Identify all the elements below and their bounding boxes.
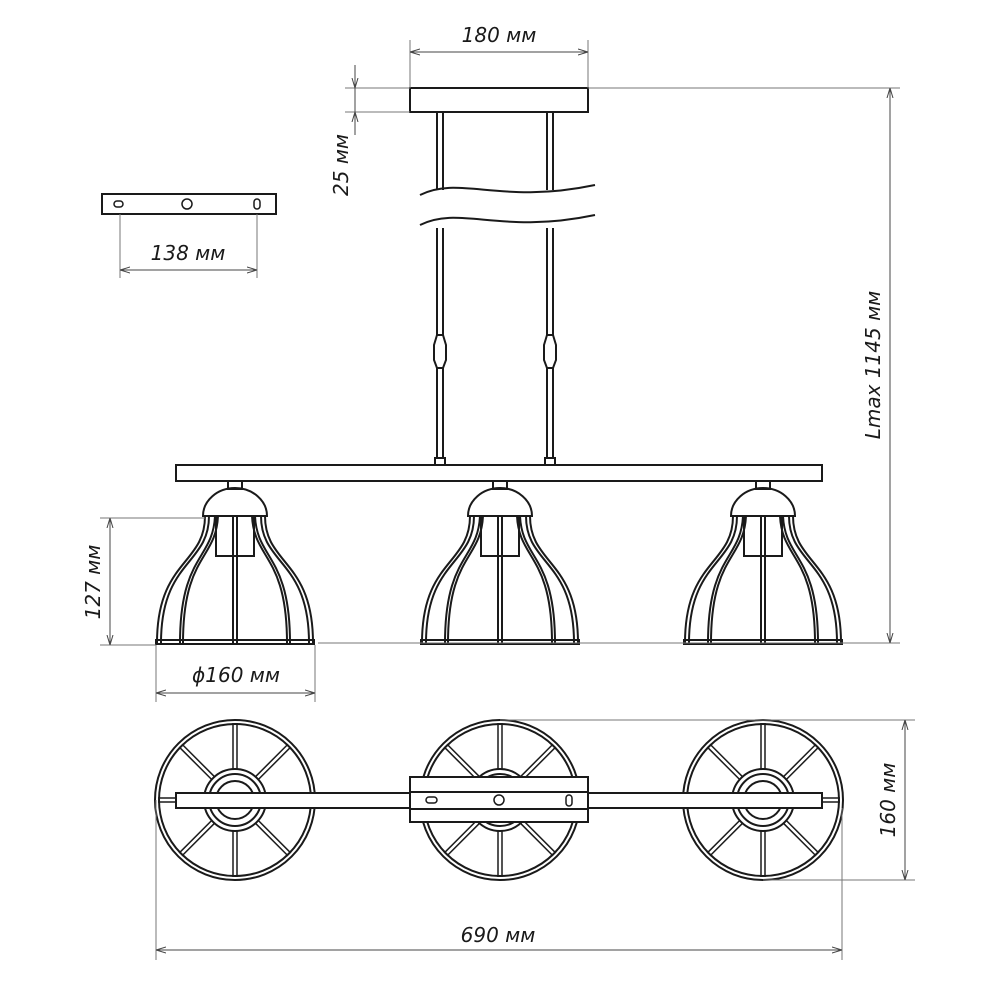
shade-spoke <box>706 819 741 854</box>
shades-side-view <box>155 480 843 645</box>
label-max-length: Lmax 1145 мм <box>861 291 885 440</box>
light-bar <box>175 464 823 482</box>
shade-spoke <box>519 743 554 778</box>
label-shade-diameter: ϕ160 мм <box>192 663 280 687</box>
top-view <box>154 719 844 881</box>
lamp-socket <box>743 515 783 557</box>
mount-hole-center <box>493 794 505 806</box>
shade-spoke <box>709 822 744 857</box>
shade-spoke <box>522 819 557 854</box>
shade-spoke <box>443 746 478 781</box>
label-shade-height: 127 мм <box>81 545 105 620</box>
shade-outer-rib <box>684 515 842 644</box>
shade-spoke <box>254 822 289 857</box>
shade-spoke <box>257 746 292 781</box>
shade-cap <box>729 487 797 517</box>
shade-spoke <box>706 746 741 781</box>
canopy-top <box>409 776 589 823</box>
shade-inner-rib <box>179 515 291 644</box>
canopy-side <box>409 87 589 113</box>
shade-outer-rib <box>425 515 575 644</box>
shade-spoke <box>519 822 554 857</box>
shade-spoke <box>178 819 213 854</box>
label-canopy-height: 25 мм <box>329 134 353 196</box>
shade-2 <box>420 480 580 645</box>
shade-center-rib <box>760 516 766 643</box>
shade-cap <box>201 487 269 517</box>
dim-shade-height: 127 мм <box>81 517 205 646</box>
lamp-socket <box>480 515 520 557</box>
shade-inner-rib <box>447 515 553 644</box>
shade-spoke <box>446 822 481 857</box>
shade-spoke <box>254 743 289 778</box>
shade-spoke <box>181 822 216 857</box>
shade-outer-rib <box>160 515 310 644</box>
shade-3 <box>683 480 843 645</box>
shade-outer-rib <box>688 515 838 644</box>
lamp-socket <box>215 515 255 557</box>
shade-spoke <box>785 746 820 781</box>
shade-spoke <box>443 819 478 854</box>
shade-outer-rib <box>156 515 314 644</box>
dim-max-length: Lmax 1145 мм <box>318 87 900 644</box>
shade-1 <box>155 480 315 645</box>
shade-inner-rib <box>444 515 556 644</box>
shade-spoke <box>785 819 820 854</box>
shade-rim <box>420 639 580 645</box>
dim-canopy-height: 25 мм <box>329 65 410 196</box>
shade-inner-rib <box>707 515 819 644</box>
shade-spoke <box>257 819 292 854</box>
dim-canopy-width: 180 мм <box>409 23 589 88</box>
shade-spoke <box>178 746 213 781</box>
shade-rim <box>683 639 843 645</box>
shade-spoke <box>446 743 481 778</box>
shade-spoke <box>782 743 817 778</box>
shade-center-rib <box>232 516 238 643</box>
dim-total-width: 690 мм <box>155 800 843 960</box>
dim-shade-diameter: ϕ160 мм <box>155 645 316 702</box>
label-canopy-width: 180 мм <box>462 23 537 47</box>
dim-depth: 160 мм <box>500 719 915 881</box>
shade-cap <box>466 487 534 517</box>
canopy-mount-bar <box>409 791 589 810</box>
shade-spoke <box>181 743 216 778</box>
label-total-width: 690 мм <box>461 923 536 947</box>
label-mount-spacing: 138 мм <box>151 241 226 265</box>
mount-plate: 138 мм <box>101 193 277 278</box>
shade-inner-rib <box>182 515 288 644</box>
suspension-rods <box>419 112 596 466</box>
shade-spoke <box>782 822 817 857</box>
shade-outer-rib <box>421 515 579 644</box>
shade-center-rib <box>497 516 503 643</box>
mount-hole-slot <box>425 796 438 804</box>
label-depth: 160 мм <box>876 763 900 838</box>
mount-hole-slot <box>565 794 573 807</box>
shade-inner-rib <box>710 515 816 644</box>
shade-rim <box>155 639 315 645</box>
shade-spoke <box>522 746 557 781</box>
shade-spoke <box>709 743 744 778</box>
